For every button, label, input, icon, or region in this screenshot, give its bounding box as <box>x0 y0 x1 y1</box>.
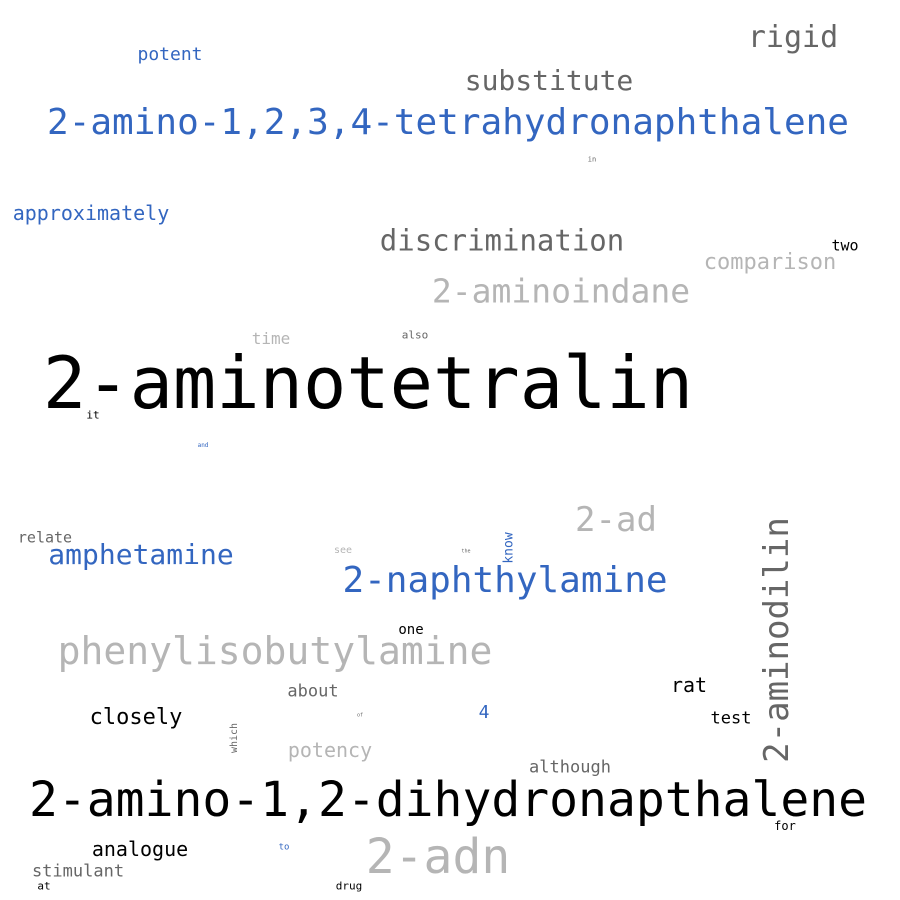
word-in: in <box>587 155 597 164</box>
word-2-aminoindane: 2-aminoindane <box>431 271 691 311</box>
word-although: although <box>529 757 611 778</box>
word-two: two <box>831 236 859 255</box>
word-rat: rat <box>670 673 708 697</box>
word-4: 4 <box>478 702 490 723</box>
word-phenylisobutylamine: phenylisobutylamine <box>57 629 493 673</box>
word-analogue: analogue <box>91 837 189 861</box>
word-comparison: comparison <box>703 250 837 275</box>
word-approximately: approximately <box>12 201 170 225</box>
word-potency: potency <box>287 738 373 762</box>
word-discrimination: discrimination <box>379 223 625 258</box>
word-substitute: substitute <box>464 64 634 97</box>
word-2-adn: 2-adn <box>365 829 511 885</box>
word-to: to <box>278 842 290 853</box>
word-2-ad: 2-ad <box>575 500 657 540</box>
word-know: know <box>501 532 517 564</box>
word-2-aminotetralin: 2-aminotetralin <box>42 341 694 425</box>
word-potent: potent <box>137 44 203 65</box>
word-it: it <box>86 408 100 422</box>
word-relate: relate <box>17 528 73 547</box>
word-closely: closely <box>89 705 183 730</box>
word-drug: drug <box>335 879 363 893</box>
word-and: and <box>197 442 209 449</box>
word-the: the <box>461 548 471 555</box>
word-one: one <box>398 622 424 638</box>
word-rigid: rigid <box>747 20 839 55</box>
word-of: of <box>356 712 364 719</box>
word-2-naphthylamine: 2-naphthylamine <box>342 560 668 601</box>
word-2-aminodilin: 2-aminodilin <box>757 517 797 763</box>
word-2-amino-1-2-dihydronapthalene: 2-amino-1,2-dihydronapthalene <box>28 772 868 828</box>
word-amphetamine: amphetamine <box>48 538 234 571</box>
word-about: about <box>287 681 339 702</box>
word-tetrahydronaphthalene: 2-amino-1,2,3,4-tetrahydronaphthalene <box>47 102 849 143</box>
word-stimulant: stimulant <box>31 861 125 882</box>
word-test: test <box>710 708 752 729</box>
word-time: time <box>251 329 291 348</box>
word-see: see <box>333 545 353 556</box>
word-which: which <box>229 722 240 754</box>
word-at: at <box>37 879 51 893</box>
word-also: also <box>401 328 429 342</box>
word-for: for <box>774 819 796 833</box>
